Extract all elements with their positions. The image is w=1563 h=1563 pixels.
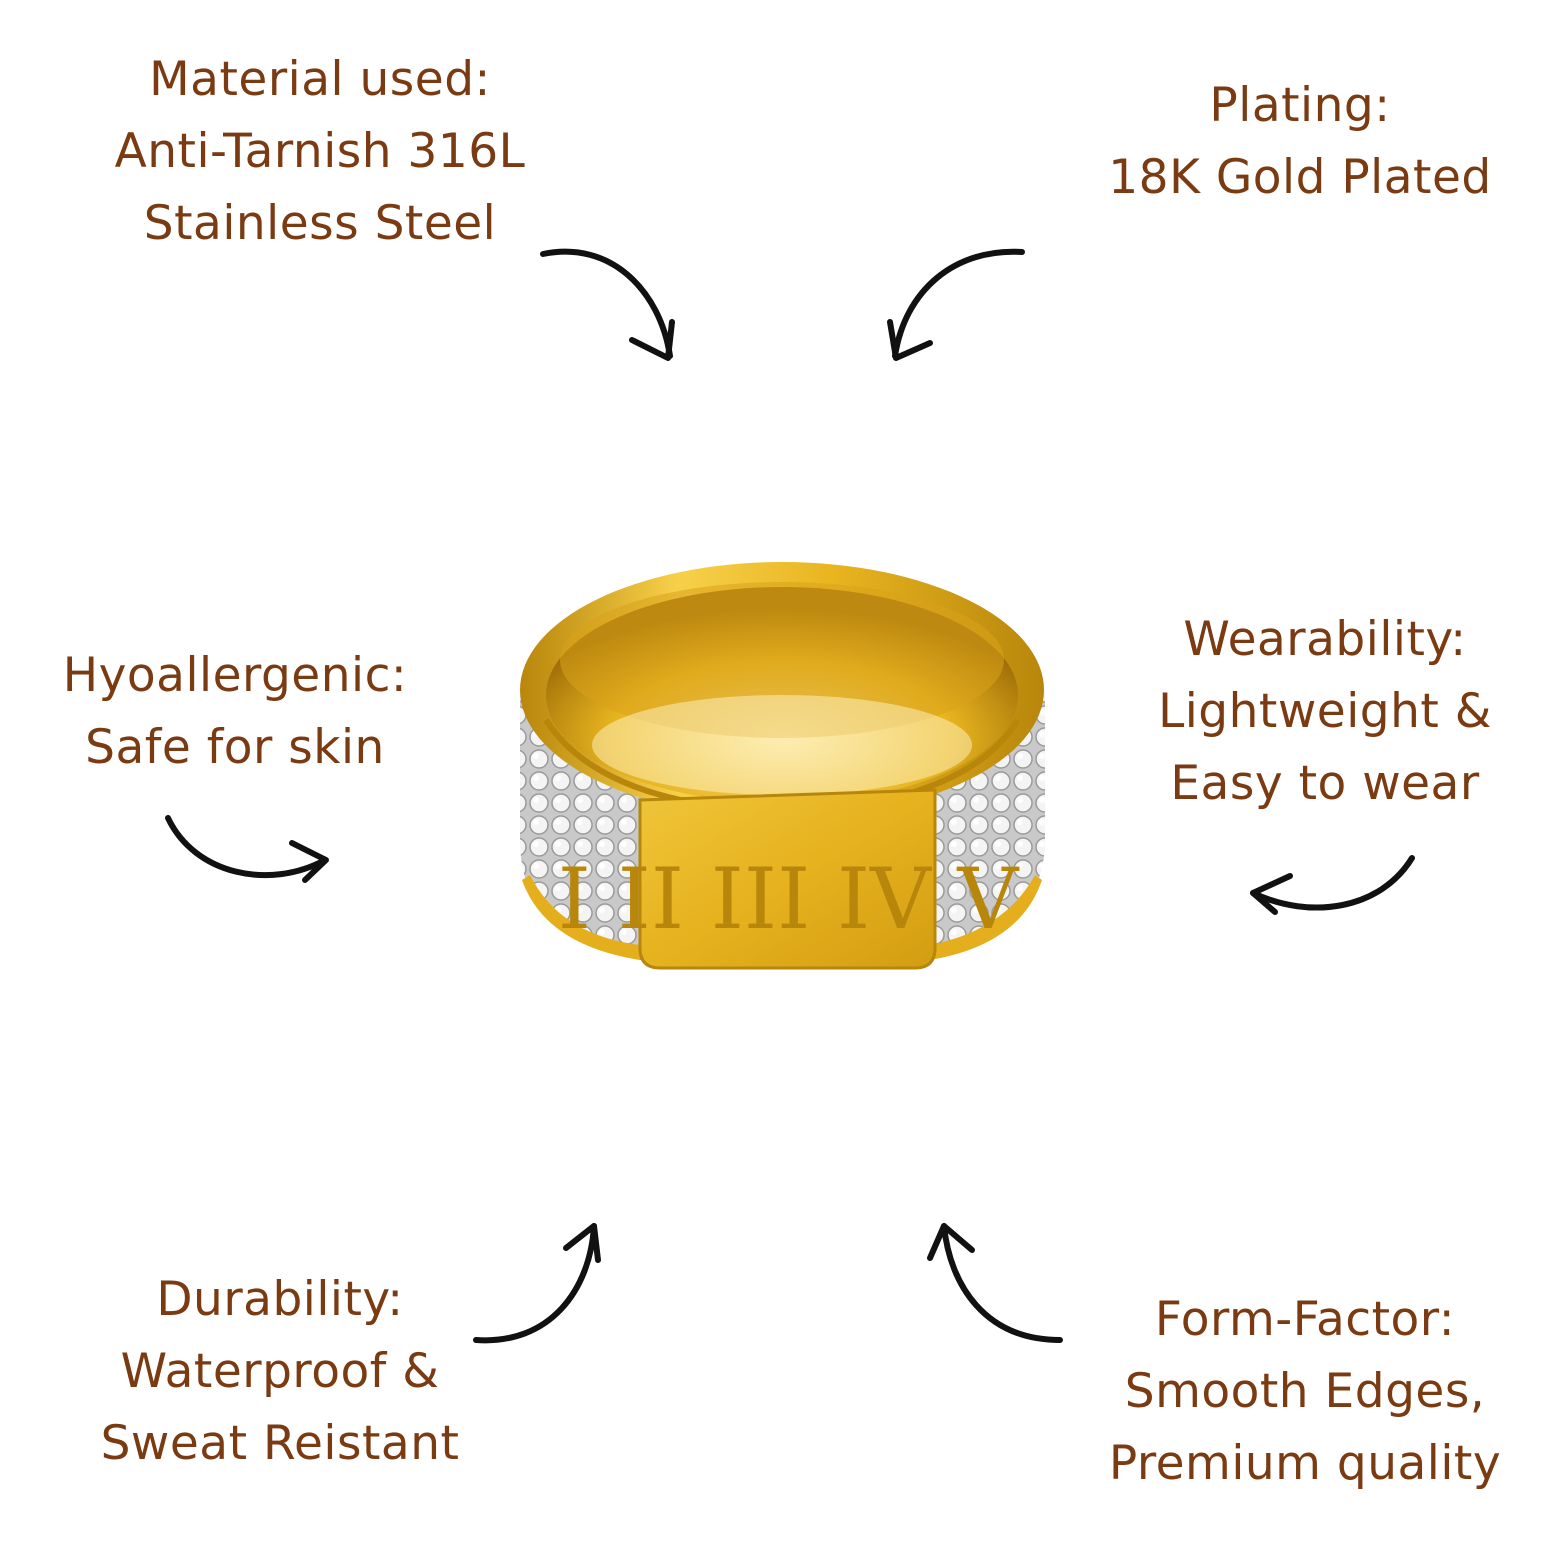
hypoallergenic-line-1: Safe for skin <box>85 720 385 775</box>
plating-heading: Plating: <box>1209 78 1391 133</box>
arrow-hypoallergenic <box>165 815 329 883</box>
form-factor-line-2: Premium quality <box>1108 1436 1502 1491</box>
hypoallergenic-feature: Hyoallergenic: Safe for skin <box>0 640 470 784</box>
material-line-2: Stainless Steel <box>143 196 497 251</box>
wearability-feature: Wearability: Lightweight & Easy to wear <box>1080 604 1563 820</box>
ring-image: I II III IV V <box>520 562 1045 970</box>
plating-feature: Plating: 18K Gold Plated <box>1040 70 1560 214</box>
durability-feature: Durability: Waterproof & Sweat Reistant <box>40 1264 520 1480</box>
material-line-1: Anti-Tarnish 316L <box>114 124 526 179</box>
form-factor-heading: Form-Factor: <box>1154 1292 1456 1347</box>
form-factor-line-1: Smooth Edges, <box>1124 1364 1486 1419</box>
arrow-form-factor <box>927 1223 1063 1343</box>
wearability-line-1: Lightweight & <box>1158 684 1492 739</box>
wearability-line-2: Easy to wear <box>1170 756 1480 811</box>
hypoallergenic-heading: Hyoallergenic: <box>62 648 408 703</box>
material-feature: Material used: Anti-Tarnish 316L Stainle… <box>40 44 600 260</box>
arrow-durability <box>473 1223 601 1344</box>
material-heading: Material used: <box>149 52 491 107</box>
durability-line-1: Waterproof & <box>120 1344 440 1399</box>
durability-heading: Durability: <box>156 1272 404 1327</box>
ring-engraving: I II III IV V <box>558 850 1020 948</box>
arrow-material <box>540 248 675 361</box>
form-factor-feature: Form-Factor: Smooth Edges, Premium quali… <box>1050 1284 1560 1500</box>
wearability-heading: Wearability: <box>1183 612 1467 667</box>
arrow-wearability <box>1250 855 1415 915</box>
durability-line-2: Sweat Reistant <box>100 1416 460 1471</box>
arrow-plating <box>887 248 1025 361</box>
plating-line-1: 18K Gold Plated <box>1108 150 1492 205</box>
